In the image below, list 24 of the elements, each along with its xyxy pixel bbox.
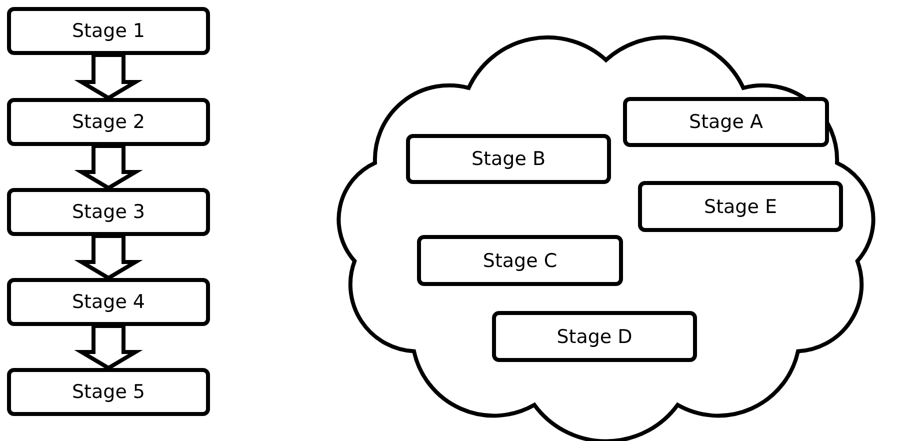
stage-label: Stage 3 [72,201,146,223]
process-box [7,188,210,236]
stage-label: Stage 2 [72,111,146,133]
stage-label: Stage C [482,250,558,272]
stage-label: Stage 4 [72,291,146,313]
process-box [7,98,210,146]
process-box [638,181,843,232]
arrow [74,324,143,370]
stage-label: Stage 5 [72,381,146,403]
stage-label: Stage A [689,111,763,133]
stage-label: Stage D [556,326,632,348]
stage-label: Stage 1 [72,20,146,42]
process-box [7,7,210,55]
stage-label: Stage B [472,148,546,170]
stage-label: Stage E [704,196,777,218]
process-box [623,97,829,147]
process-box [7,368,210,416]
process-box [406,134,611,184]
process-box [492,311,697,362]
process-box [7,278,210,326]
process-box [417,235,623,286]
arrow [74,144,143,190]
arrow [74,234,143,280]
arrow [74,53,143,100]
